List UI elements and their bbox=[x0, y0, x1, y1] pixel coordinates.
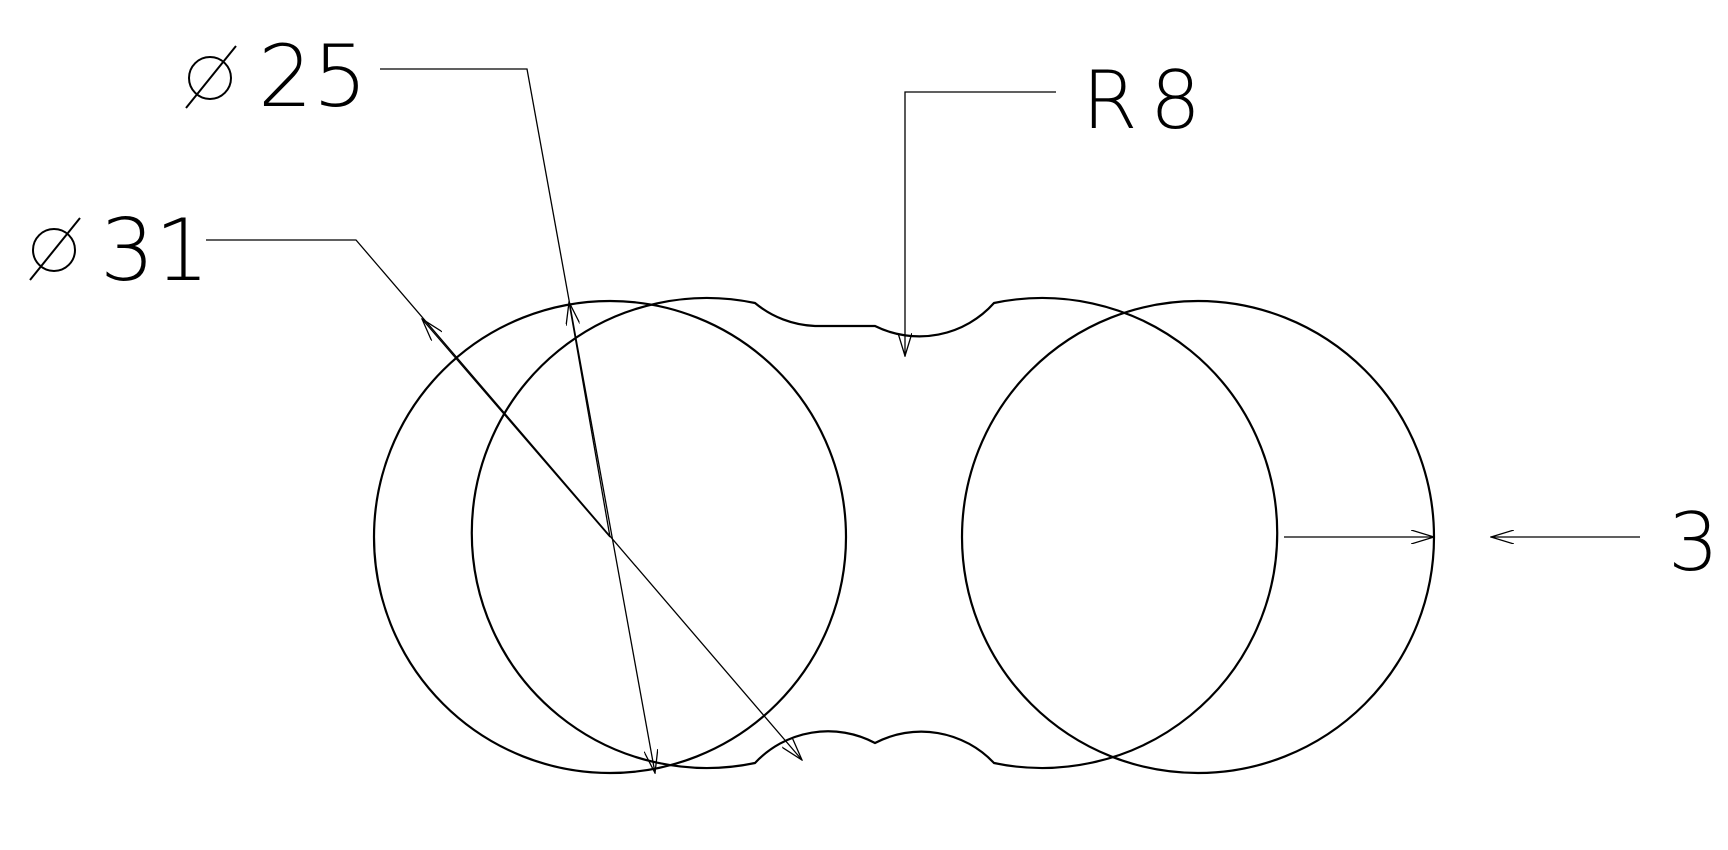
dia-inner-arrow-top bbox=[569, 302, 611, 538]
dia-outer-label: 31 bbox=[29, 201, 209, 301]
dia-outer-leader bbox=[206, 239, 802, 760]
dia-outer-arrow-top bbox=[422, 319, 611, 538]
radius-prefix: R bbox=[1082, 54, 1138, 147]
dia-inner-label: 25 bbox=[185, 27, 367, 127]
radius-value: 8 bbox=[1150, 54, 1201, 147]
dia-inner-leader bbox=[380, 68, 655, 773]
dia-inner-value: 25 bbox=[258, 27, 367, 127]
dimension-radius: R 8 bbox=[905, 54, 1201, 356]
dimension-dia-inner: 25 bbox=[185, 27, 655, 773]
diameter-symbol-icon bbox=[188, 56, 232, 100]
diameter-slash-icon bbox=[185, 45, 237, 109]
dia-outer-value: 31 bbox=[100, 201, 209, 301]
left-bore-circle bbox=[372, 299, 848, 775]
diameter-symbol-icon bbox=[32, 228, 76, 272]
outer-profile bbox=[470, 296, 1279, 770]
radius-leader bbox=[905, 91, 1056, 356]
diameter-slash-icon bbox=[29, 217, 81, 281]
wall-value: 3 bbox=[1668, 496, 1719, 589]
dimension-dia-outer: 31 bbox=[29, 201, 802, 760]
dimension-wall: 3 bbox=[1284, 496, 1719, 589]
